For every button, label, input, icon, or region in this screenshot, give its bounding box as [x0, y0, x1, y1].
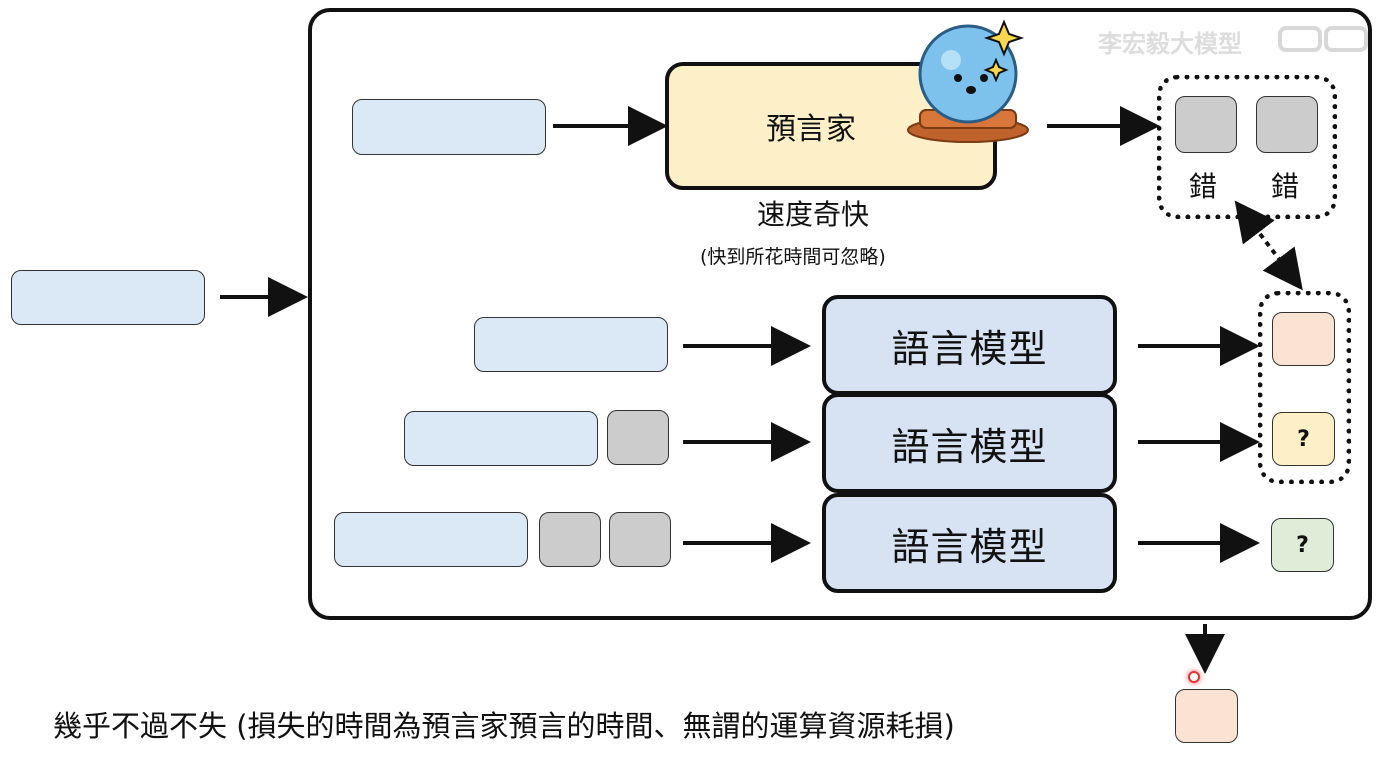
row2-output-mark: ?	[1297, 426, 1310, 452]
oracle-input-token	[352, 99, 546, 155]
language-model-1: 語言模型	[822, 295, 1117, 395]
row1-output-token	[1272, 312, 1335, 366]
language-model-1-label: 語言模型	[891, 326, 1048, 371]
row3-extra-token-1	[539, 512, 601, 567]
summary-text: 幾乎不過不失 (損失的時間為預言家預言的時間、無謂的運算資源耗損)	[53, 709, 955, 743]
row2-extra-token	[607, 410, 669, 465]
language-model-3: 語言模型	[822, 493, 1117, 593]
row3-extra-token-2	[609, 512, 671, 567]
speed-label: 速度奇快	[757, 198, 870, 231]
oracle-output-label-2: 錯	[1271, 170, 1300, 203]
row1-input-token	[474, 317, 668, 372]
speed-note: (快到所花時間可忽略)	[700, 246, 886, 268]
language-model-3-label: 語言模型	[891, 524, 1048, 569]
oracle-label: 預言家	[766, 112, 856, 147]
outer-input-token	[11, 270, 205, 325]
row2-input-token	[404, 411, 598, 466]
oracle-output-token-2	[1256, 96, 1318, 153]
row3-output-mark: ?	[1296, 532, 1309, 558]
arrow-compare	[1234, 200, 1303, 291]
language-model-2-label: 語言模型	[891, 424, 1048, 469]
crystal-ball-icon	[906, 18, 1036, 144]
oracle-output-token-1	[1175, 96, 1237, 153]
row3-input-token	[334, 512, 528, 567]
row3-output-token: ?	[1271, 518, 1334, 572]
final-output-token	[1175, 689, 1238, 743]
model-output-group	[1258, 291, 1351, 484]
oracle-output-label-1: 錯	[1189, 170, 1218, 203]
bilibili-logo-icon	[1278, 22, 1370, 54]
row2-output-token: ?	[1272, 412, 1335, 466]
watermark-text: 李宏毅大模型	[1098, 30, 1242, 58]
language-model-2: 語言模型	[822, 393, 1117, 493]
